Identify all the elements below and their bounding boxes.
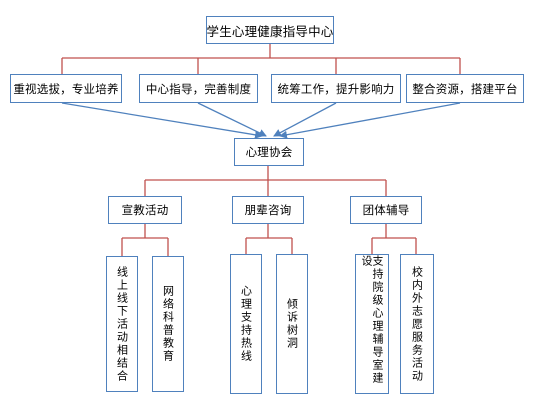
item-node: 网络科普教育 <box>152 256 184 392</box>
department-label: 团体辅导 <box>362 203 410 217</box>
item-label: 网络科普教育 <box>161 285 175 363</box>
root-label: 学生心理健康指导中心 <box>206 23 334 39</box>
item-label: 校内外志愿服务活动 <box>410 265 424 383</box>
item-label: 心理支持热线 <box>239 285 253 363</box>
principle-arrows <box>61 102 461 139</box>
item-label: 倾诉树洞 <box>285 298 299 350</box>
principle-node-4: 整合资源，搭建平台 <box>406 74 524 103</box>
item-label: 支持院级心理辅导室建设 <box>360 255 384 385</box>
department-connectors <box>121 224 417 256</box>
department-node-3: 团体辅导 <box>350 196 422 224</box>
root-node: 学生心理健康指导中心 <box>206 16 334 44</box>
association-label: 心理协会 <box>245 145 293 159</box>
principle-label: 重视选拔，专业培养 <box>13 81 119 96</box>
item-node: 倾诉树洞 <box>276 254 308 394</box>
principle-node-3: 统筹工作，提升影响力 <box>271 74 401 103</box>
principle-label: 统筹工作，提升影响力 <box>277 81 395 96</box>
association-connector <box>144 166 387 196</box>
department-label: 宣教活动 <box>121 203 169 217</box>
association-node: 心理协会 <box>234 138 304 166</box>
root-connector <box>61 44 461 74</box>
principle-node-2: 中心指导，完善制度 <box>139 74 258 103</box>
item-node: 校内外志愿服务活动 <box>400 254 434 394</box>
item-label: 线上线下活动相结合 <box>115 265 129 383</box>
department-label: 朋辈咨询 <box>244 203 292 217</box>
principle-node-1: 重视选拔，专业培养 <box>10 74 122 103</box>
item-node: 支持院级心理辅导室建设 <box>355 254 389 394</box>
principle-label: 整合资源，搭建平台 <box>412 81 518 96</box>
item-node: 线上线下活动相结合 <box>106 256 138 392</box>
department-node-1: 宣教活动 <box>108 196 182 224</box>
item-node: 心理支持热线 <box>230 254 262 394</box>
principle-label: 中心指导，完善制度 <box>145 81 252 96</box>
department-node-2: 朋辈咨询 <box>232 196 304 224</box>
